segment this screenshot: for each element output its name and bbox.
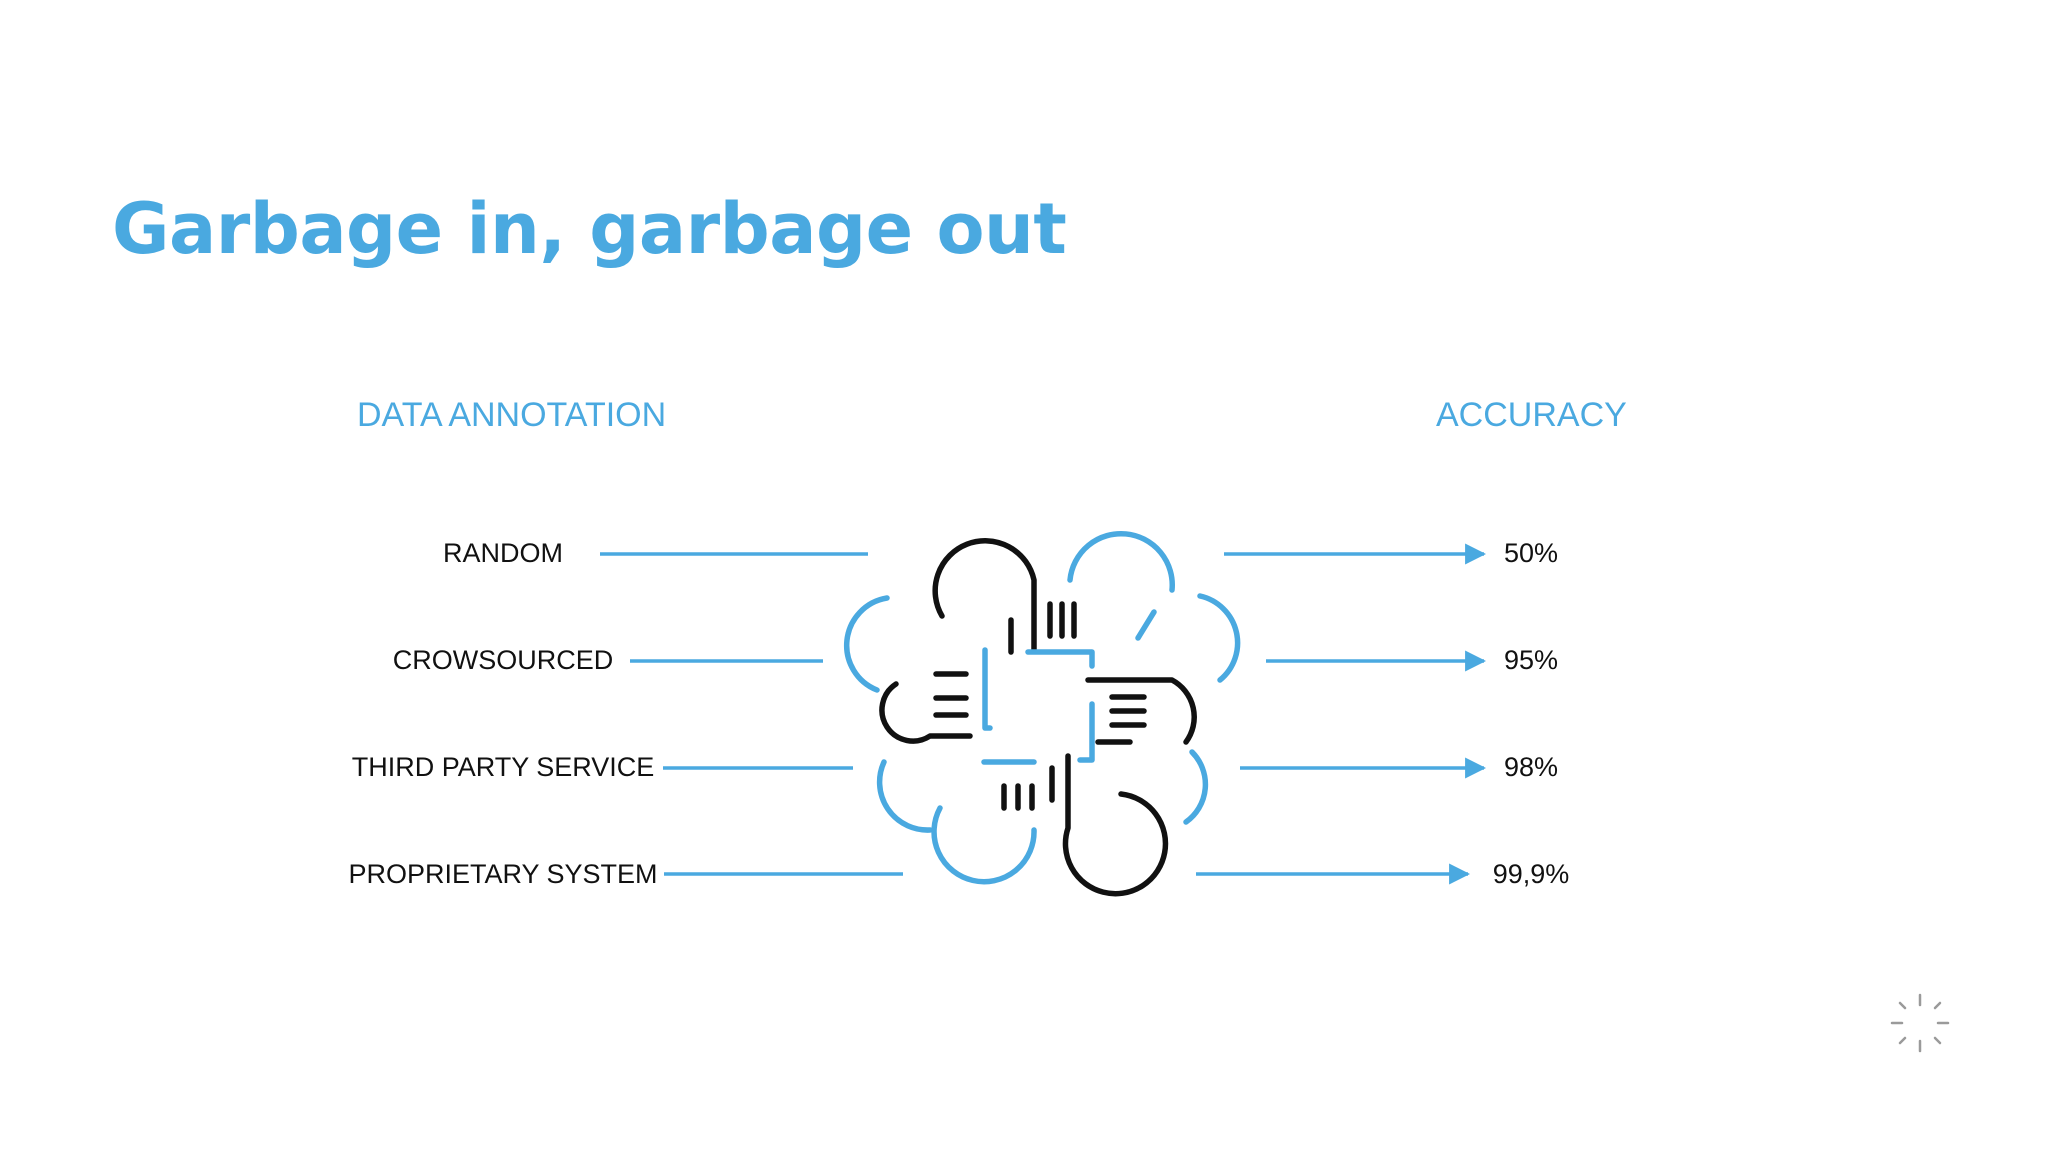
row-value-random: 50% <box>1503 538 1559 568</box>
row-value-crowsourced: 95% <box>1503 645 1559 675</box>
row-label-proprietary: PROPRIETARY SYSTEM <box>348 859 658 889</box>
hands-teamwork-icon <box>843 531 1241 897</box>
row-value-third-party: 98% <box>1503 752 1559 782</box>
row-label-third-party: THIRD PARTY SERVICE <box>351 752 655 782</box>
row-label-random: RANDOM <box>443 538 563 568</box>
header-data-annotation: DATA ANNOTATION <box>357 396 667 434</box>
slide-title: Garbage in, garbage out <box>112 188 1067 270</box>
row-value-proprietary: 99,9% <box>1492 859 1570 889</box>
row-label-crowsourced: CROWSOURCED <box>392 645 614 675</box>
loading-spinner-icon <box>1890 993 1950 1053</box>
header-accuracy: ACCURACY <box>1436 396 1627 434</box>
